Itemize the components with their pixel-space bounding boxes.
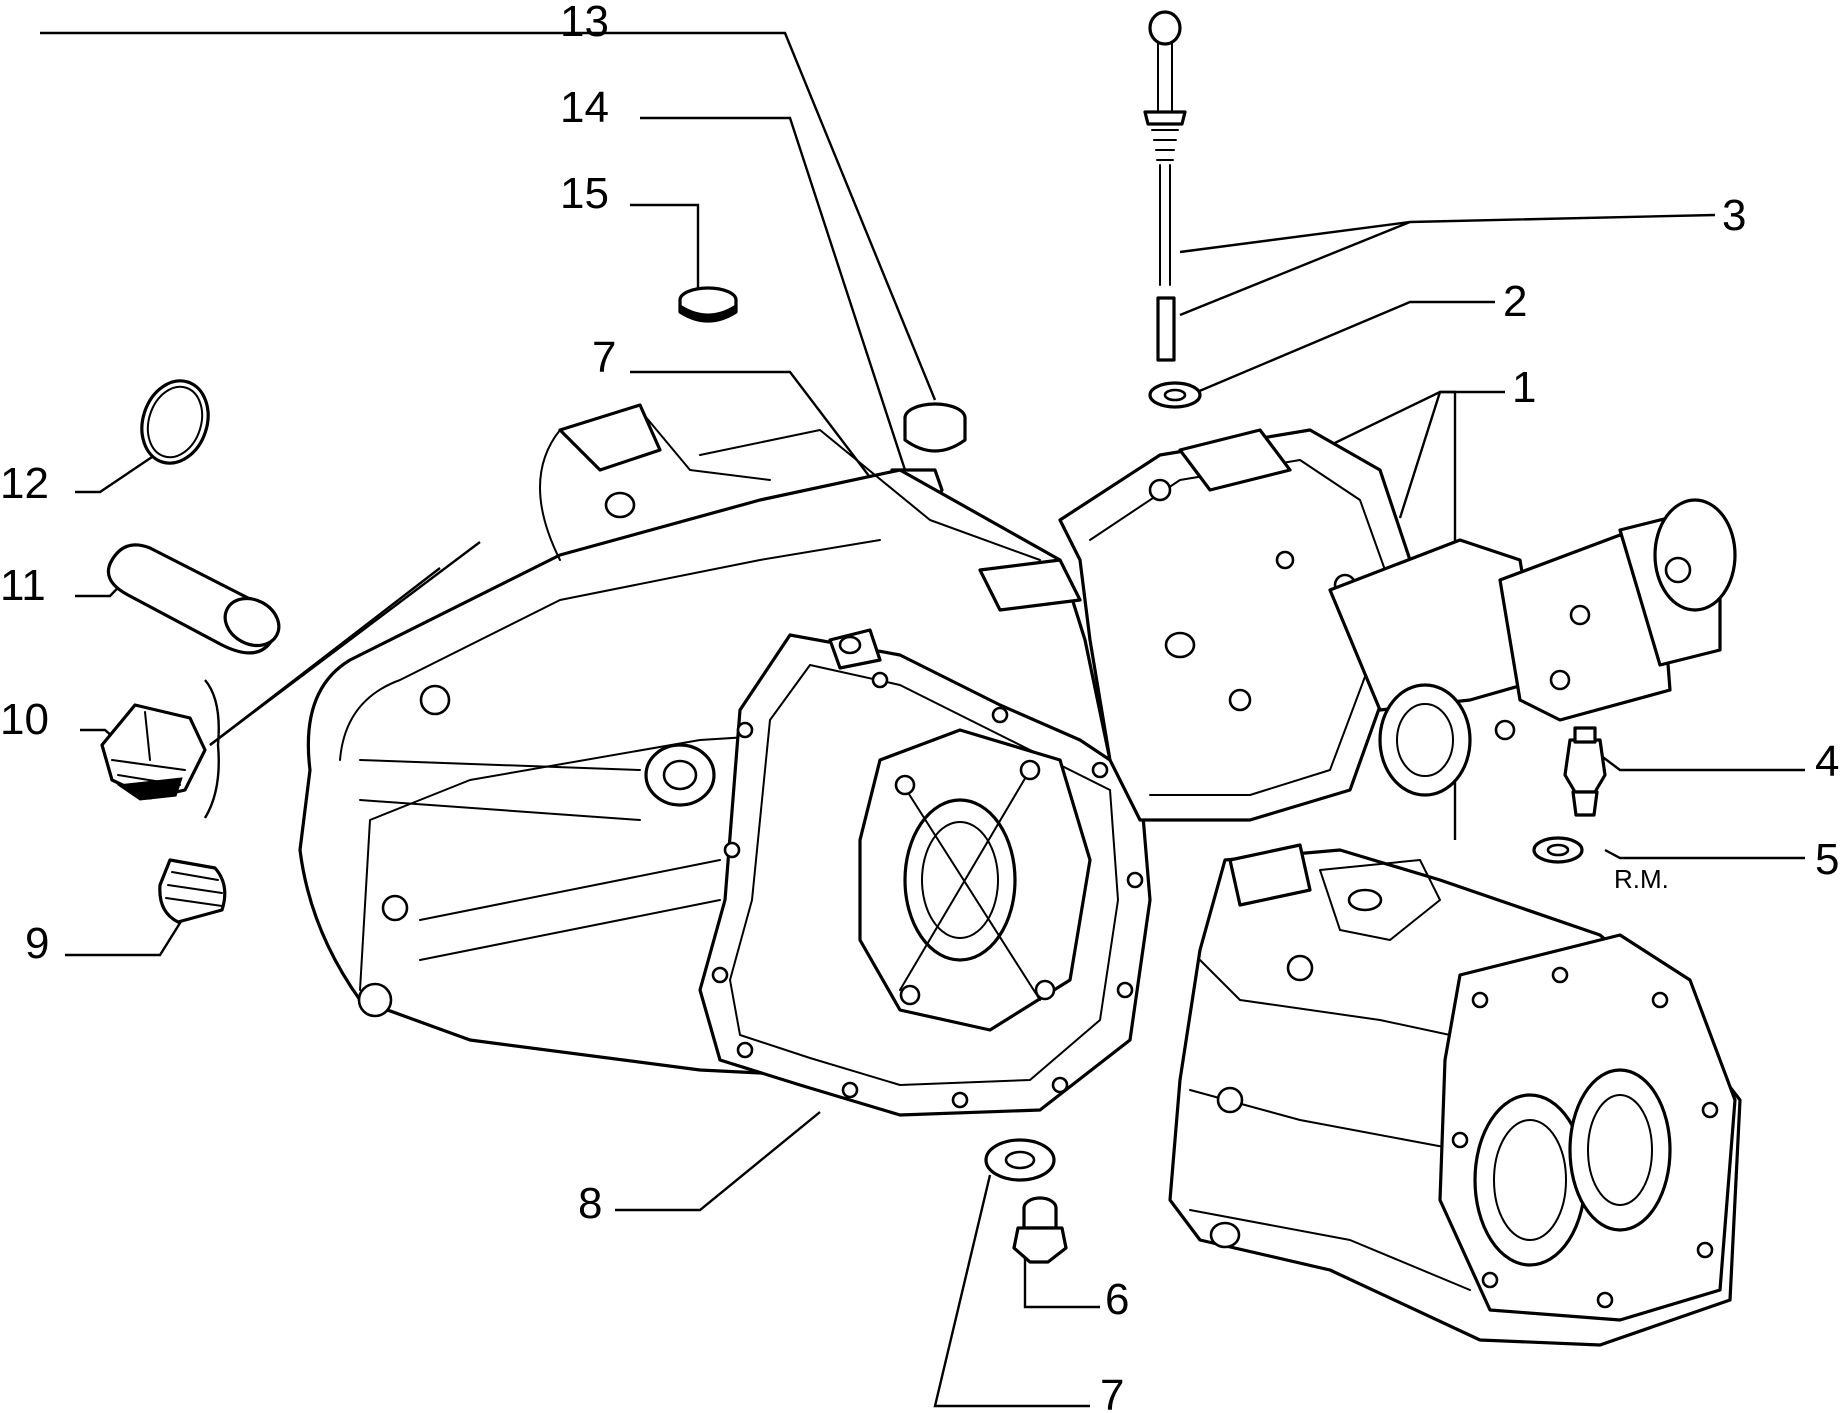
callout-14: 14 — [560, 83, 609, 132]
callout-8: 8 — [578, 1179, 602, 1228]
callout-3: 3 — [1722, 191, 1746, 240]
leader-15 — [630, 203, 700, 292]
leader-8 — [615, 1111, 821, 1212]
cap-part-15 — [678, 286, 738, 323]
washer-part-5 — [1532, 836, 1584, 864]
dipstick-part-3 — [1143, 10, 1187, 362]
callout-4: 4 — [1815, 737, 1839, 786]
upper-right-housing — [1058, 428, 1737, 822]
seal-washer-part-7-bottom — [984, 1138, 1056, 1182]
leader-6 — [1023, 1250, 1100, 1309]
threaded-plug-part-9 — [158, 858, 227, 924]
leader-13 — [40, 31, 937, 401]
leader-5 — [1604, 848, 1805, 860]
callout-15: 15 — [560, 169, 609, 218]
callout-10: 10 — [0, 695, 49, 744]
callout-12: 12 — [0, 459, 49, 508]
leader-lines — [40, 31, 1805, 1408]
inner-case-web — [858, 728, 1092, 1032]
lower-right-housing — [1168, 843, 1742, 1347]
leader-1 — [1398, 390, 1505, 519]
drain-plug-part-6 — [1012, 1196, 1068, 1264]
sleeve-part-11 — [106, 543, 281, 655]
plug-part-10 — [100, 703, 207, 801]
leader-7b — [933, 1174, 1090, 1408]
drawing-mark: R.M. — [1614, 864, 1669, 894]
leader-3b — [1179, 220, 1411, 317]
o-ring-part-12 — [140, 379, 210, 465]
leader-10-bracket-b — [209, 541, 481, 746]
leader-4 — [1599, 754, 1805, 772]
cap-part-13 — [903, 402, 967, 453]
callout-7-top: 7 — [592, 333, 616, 382]
washer-part-2 — [1148, 381, 1202, 409]
callout-2: 2 — [1503, 277, 1527, 326]
sensor-part-4 — [1563, 726, 1607, 817]
leader-12 — [75, 454, 156, 494]
leader-14 — [640, 116, 907, 471]
callout-7-bottom: 7 — [1100, 1371, 1124, 1413]
callout-9: 9 — [25, 919, 49, 968]
callout-6: 6 — [1105, 1275, 1129, 1324]
bracket-10 — [203, 679, 220, 819]
leader-9 — [65, 914, 187, 957]
leader-3 — [1179, 213, 1716, 254]
callout-1: 1 — [1512, 363, 1536, 412]
callout-11: 11 — [0, 561, 46, 610]
callout-5: 5 — [1815, 835, 1839, 884]
leader-2 — [1189, 300, 1495, 397]
callout-13: 13 — [560, 0, 609, 46]
